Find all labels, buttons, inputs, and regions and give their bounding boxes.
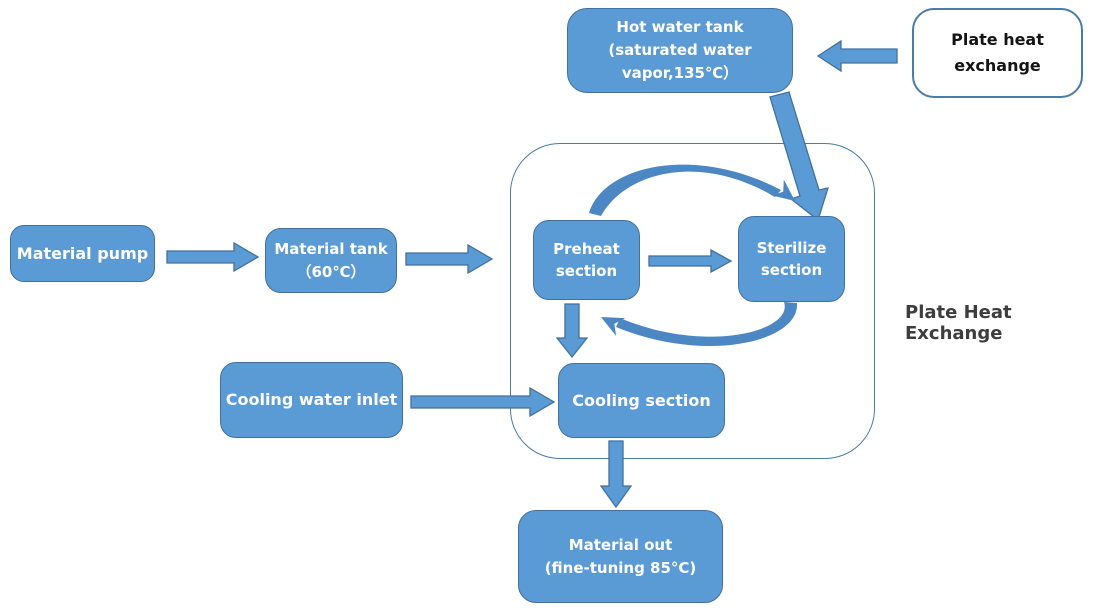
node-label-line: exchange <box>954 56 1041 75</box>
node-label-line: （60℃） <box>296 262 366 281</box>
node-preheat-section: Preheat section <box>533 220 640 300</box>
node-label-line: Cooling section <box>572 390 711 410</box>
node-label-line: Material out <box>568 536 673 554</box>
node-cooling-water-inlet: Cooling water inlet <box>220 362 403 438</box>
arrow-hot-water-tank-to-sterilize <box>769 91 829 222</box>
curved-arrow-preheat-to-sterilize <box>589 164 781 216</box>
node-label-line: Sterilize <box>756 238 827 257</box>
node-label-line: Cooling water inlet <box>225 390 398 409</box>
node-label-line: vapor,135℃） <box>621 63 739 82</box>
node-cooling-section: Cooling section <box>558 363 725 438</box>
arrow-phe-to-hot-water-tank <box>816 39 898 73</box>
node-label-line: Preheat <box>553 239 620 258</box>
node-material-tank: Material tank （60℃） <box>265 228 397 293</box>
curved-arrowhead-top <box>771 179 795 201</box>
node-plate-heat-exchange: Plate heat exchange <box>912 8 1083 98</box>
node-material-pump: Material pump <box>10 225 155 282</box>
arrow-tank-to-preheat <box>405 243 494 275</box>
node-hot-water-tank: Hot water tank (saturated water vapor,13… <box>567 8 793 93</box>
arrow-inlet-to-cooling <box>410 386 556 418</box>
arrow-pump-to-tank <box>166 241 260 273</box>
node-label-line: section <box>760 261 823 279</box>
node-sterilize-section: Sterilize section <box>738 216 845 302</box>
node-label-line: (saturated water <box>608 41 752 60</box>
node-label-line: Plate heat <box>951 29 1044 49</box>
node-label-line: section <box>555 262 618 280</box>
node-label-line: Material pump <box>16 243 149 263</box>
curved-arrow-sterilize-to-preheat <box>616 302 798 346</box>
plate-heat-exchange-container <box>510 143 875 459</box>
arrow-cooling-to-material-out <box>599 440 633 509</box>
node-label-line: (fine-tuning 85°C) <box>544 558 697 577</box>
container-annotation-label: Plate Heat Exchange <box>905 302 1012 344</box>
arrow-preheat-to-cooling <box>555 303 589 359</box>
curved-arrowhead-bottom <box>601 317 626 336</box>
arrow-preheat-to-sterilize <box>648 248 733 274</box>
node-material-out: Material out (fine-tuning 85°C) <box>518 510 723 603</box>
node-label-line: Material tank <box>274 240 388 258</box>
node-label-line: Hot water tank <box>616 18 744 37</box>
